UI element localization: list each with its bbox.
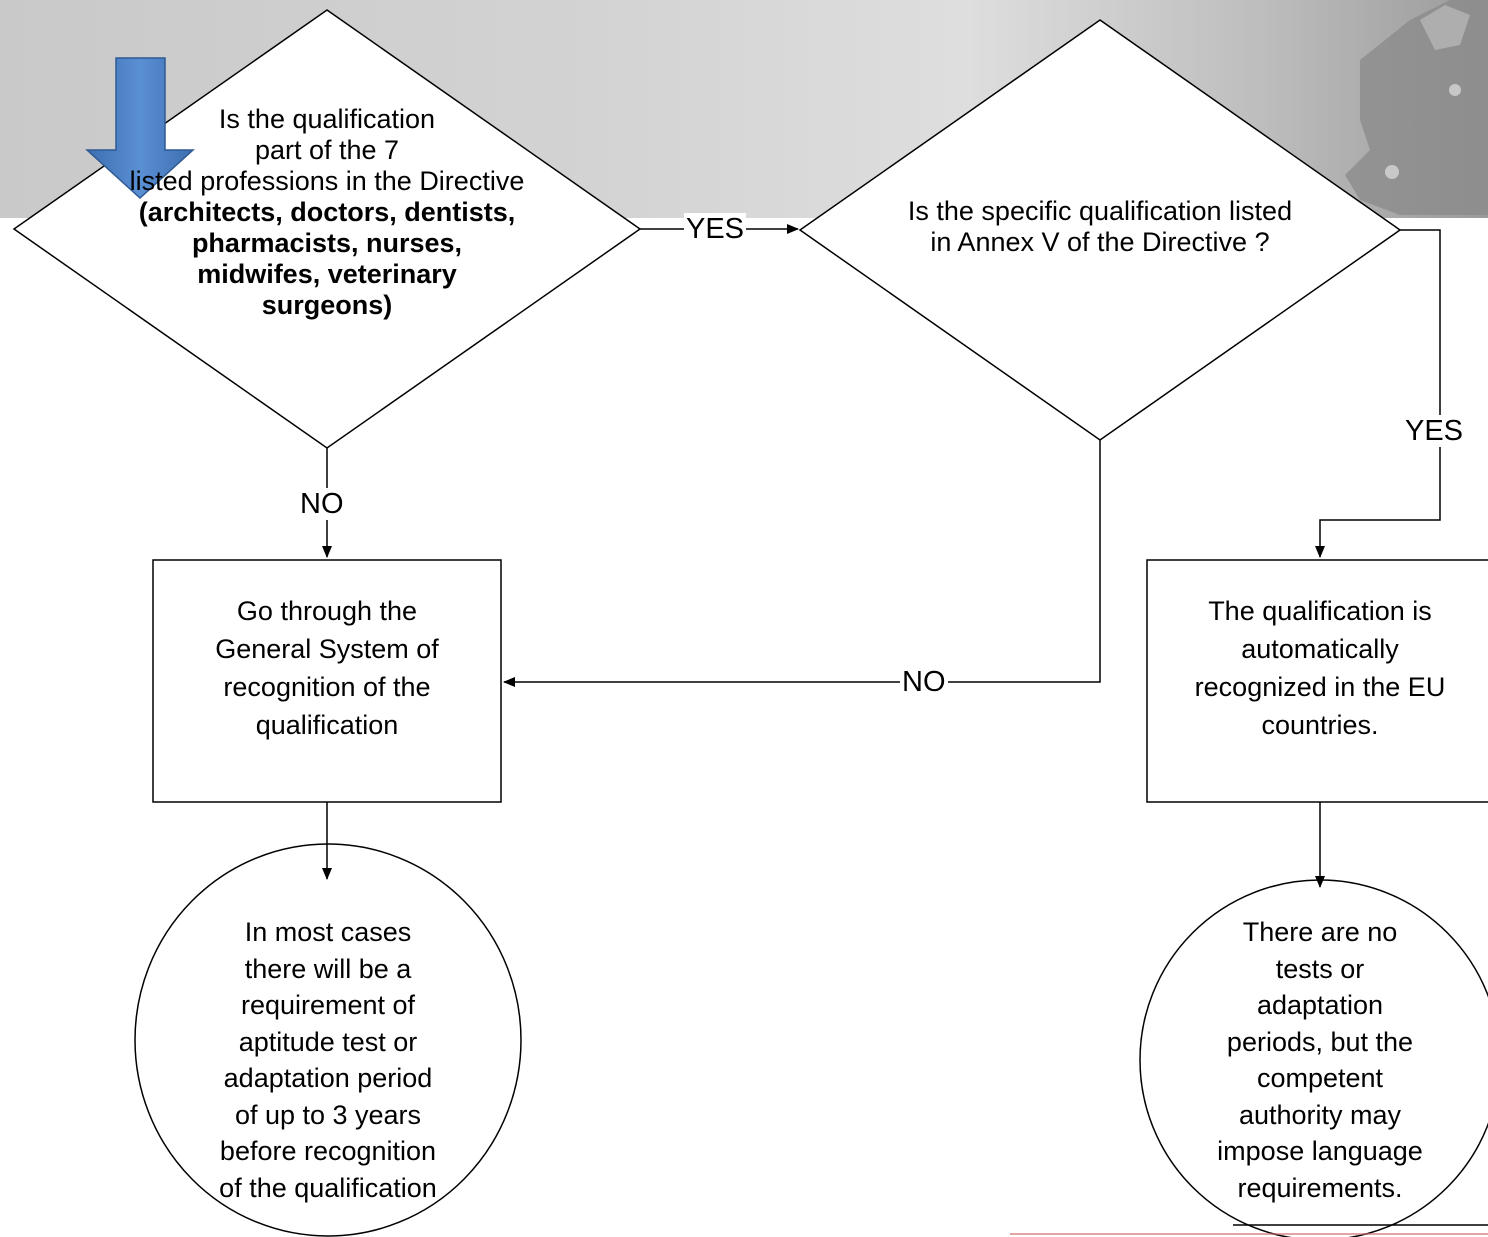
terminal-auto-line: periods, but the: [1226, 1026, 1414, 1057]
connector-decision2-yes-to-auto-box: [1315, 229, 1441, 558]
terminal-auto-line: authority may: [1238, 1099, 1402, 1130]
terminal-general-line: requirement of: [240, 990, 416, 1020]
terminal-general-line: there will be a: [244, 953, 412, 984]
decision2-line: in Annex V of the Directive ?: [930, 227, 1270, 257]
label-yes-decision1: YES: [684, 213, 747, 245]
decision1-bold-line: surgeons): [261, 290, 393, 320]
auto-box-line: The qualification is: [1208, 596, 1432, 626]
general-system-box-text: Go through the General System of recogni…: [153, 592, 501, 744]
terminal-general-line: aptitude test or: [238, 1026, 418, 1057]
auto-box-line: countries.: [1261, 710, 1379, 740]
terminal-auto-line: There are no: [1242, 917, 1398, 947]
automatic-box-text: The qualification is automatically recog…: [1160, 592, 1480, 744]
decision1-line: Is the qualification: [218, 104, 436, 134]
start-arrow-icon: [85, 57, 195, 200]
auto-box-line: recognized in the EU: [1194, 672, 1446, 702]
terminal-auto-line: requirements.: [1237, 1172, 1403, 1203]
general-box-line: qualification: [255, 710, 399, 740]
label-yes-decision2: YES: [1403, 415, 1466, 447]
terminal-automatic-text: There are no tests or adaptation periods…: [1180, 914, 1460, 1206]
process-box-general-system: [152, 559, 502, 803]
decision2-text: Is the specific qualification listed in …: [830, 196, 1370, 258]
general-box-line: General System of: [215, 634, 439, 664]
auto-box-line: automatically: [1241, 634, 1399, 664]
decision1-bold-line: (architects, doctors, dentists,: [138, 197, 516, 227]
terminal-auto-line: tests or: [1275, 953, 1365, 984]
terminal-auto-line: adaptation: [1256, 990, 1384, 1020]
terminal-general-line: of up to 3 years: [234, 1099, 422, 1130]
terminal-circle-general: [134, 843, 522, 1237]
general-box-line: Go through the: [236, 596, 418, 626]
label-no-decision2: NO: [900, 666, 948, 698]
process-box-automatic-recognition: [1146, 559, 1488, 803]
general-box-line: recognition of the: [223, 672, 431, 702]
decision1-line: listed professions in the Directive: [129, 166, 525, 196]
label-no-decision1: NO: [298, 488, 346, 520]
connector-decision2-no-to-general-box: [503, 440, 1101, 687]
terminal-general-line: before recognition: [219, 1136, 437, 1166]
decision1-text: Is the qualification part of the 7 liste…: [60, 104, 594, 321]
decision2-line: Is the specific qualification listed: [907, 196, 1293, 226]
terminal-auto-line: impose language: [1217, 1136, 1423, 1166]
decision1-bold-line: pharmacists, nurses,: [191, 228, 463, 258]
terminal-general-line: In most cases: [244, 917, 412, 947]
terminal-general-text: In most cases there will be a requiremen…: [178, 914, 478, 1206]
decision1-bold-line: midwifes, veterinary: [197, 259, 457, 289]
terminal-general-line: of the qualification: [219, 1172, 437, 1203]
europe-map-decoration: [1345, 0, 1488, 215]
decision1-line: part of the 7: [254, 135, 400, 165]
terminal-general-line: adaptation period: [223, 1063, 433, 1093]
terminal-auto-line: competent: [1256, 1063, 1384, 1093]
